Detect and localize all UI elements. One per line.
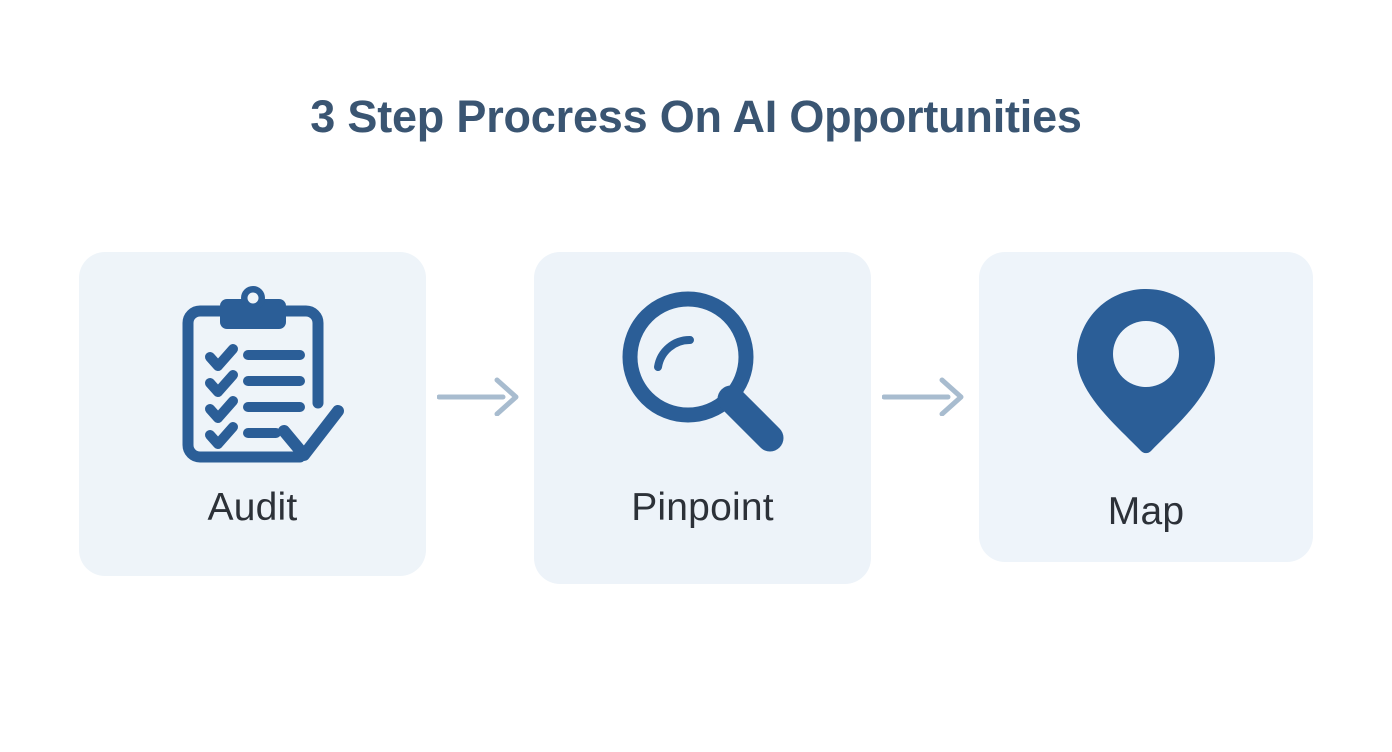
step-card-pinpoint[interactable]: Pinpoint [534, 252, 871, 584]
magnifying-glass-icon [603, 274, 803, 474]
page-title: 3 Step Procress On AI Opportunities [310, 91, 1082, 142]
arrow-right-icon [879, 374, 971, 418]
page-title-container: 3 Step Procress On AI Opportunities [0, 91, 1392, 142]
arrow-right-icon [434, 374, 526, 418]
clipboard-checklist-icon [153, 278, 353, 478]
map-pin-icon [1046, 270, 1246, 470]
step-card-audit[interactable]: Audit [79, 252, 426, 576]
step-label-map: Map [1107, 490, 1185, 533]
step-label-audit: Audit [207, 486, 298, 529]
three-step-flow: Audit Pinpoint [79, 252, 1313, 584]
step-label-pinpoint: Pinpoint [631, 486, 774, 529]
step-card-map[interactable]: Map [979, 252, 1313, 562]
